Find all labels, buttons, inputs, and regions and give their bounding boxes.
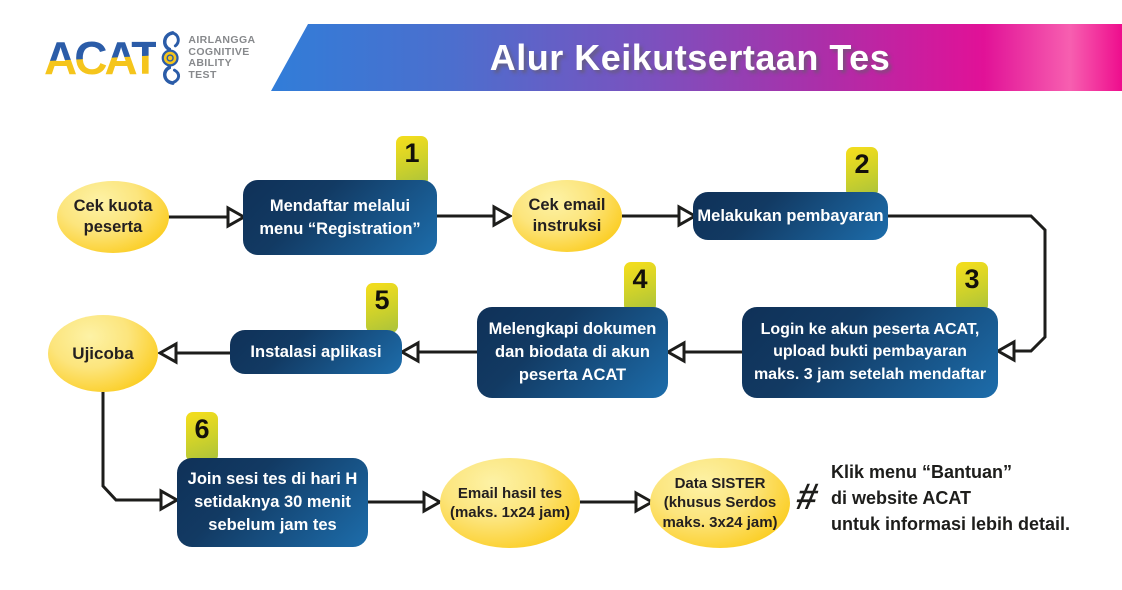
node-label: Ujicoba (72, 343, 134, 363)
node-label: Melengkapi dokumen dan biodata di akun p… (488, 320, 657, 384)
title-banner: Alur Keikutsertaan Tes (271, 24, 1122, 91)
flow-node-cek-kuota: Cek kuota peserta (57, 181, 169, 253)
flow-node-instalasi: Instalasi aplikasi (230, 330, 402, 374)
arrowhead (994, 339, 1016, 363)
page-title: Alur Keikutsertaan Tes (489, 36, 891, 78)
logo-subtitle-line: ABILITY (188, 57, 232, 69)
arrowhead (226, 205, 248, 229)
node-label: Login ke akun peserta ACAT, upload bukti… (753, 321, 987, 383)
flow-node-login-upload: Login ke akun peserta ACAT, upload bukti… (742, 307, 998, 398)
node-label: Cek kuota peserta (73, 197, 153, 236)
acat-logo: ACAT AIRLANGGA COGNITIVE ABILITY TEST (44, 28, 256, 88)
node-label: Join sesi tes di hari H setidaknya 30 me… (187, 470, 358, 534)
step-number: 3 (964, 264, 980, 294)
arrowhead (664, 340, 686, 364)
caliper-icon (161, 31, 181, 85)
step-badge-5: 5 (366, 283, 398, 333)
flow-node-melengkapi: Melengkapi dokumen dan biodata di akun p… (477, 307, 668, 398)
step-badge-2: 2 (846, 147, 878, 197)
step-number: 5 (374, 285, 390, 315)
logo-subtitle-line: TEST (188, 68, 217, 81)
acat-wordmark: ACAT (44, 32, 159, 84)
step-number: 2 (854, 149, 870, 179)
step-number: 6 (194, 414, 210, 444)
node-label: Mendaftar melalui menu “Registration” (259, 196, 421, 238)
flow-node-email-hasil: Email hasil tes (maks. 1x24 jam) (440, 458, 580, 548)
arrowhead (398, 340, 420, 364)
step-badge-1: 1 (396, 136, 428, 186)
arrowhead (677, 204, 699, 228)
acat-logo-subtitle: AIRLANGGA COGNITIVE ABILITY TEST (188, 34, 256, 81)
node-label: Data SISTER (khusus Serdos maks. 3x24 ja… (662, 474, 778, 531)
node-label: Melakukan pembayaran (697, 206, 884, 225)
step-number: 1 (404, 138, 420, 168)
arrowhead (634, 490, 656, 514)
step-number: 4 (632, 264, 648, 294)
step-badge-3: 3 (956, 262, 988, 312)
flow-node-ujicoba: Ujicoba (48, 315, 158, 392)
node-label: Cek email instruksi (528, 196, 606, 235)
flow-node-mendaftar: Mendaftar melalui menu “Registration” (243, 180, 437, 255)
logo-subtitle-line: COGNITIVE (188, 45, 250, 58)
arrowhead (159, 488, 181, 512)
step-badge-6: 6 (186, 412, 218, 462)
flow-node-join-sesi: Join sesi tes di hari H setidaknya 30 me… (177, 458, 368, 547)
step-badge-4: 4 (624, 262, 656, 312)
node-label: Email hasil tes (maks. 1x24 jam) (449, 484, 571, 522)
flow-node-cek-email: Cek email instruksi (512, 180, 622, 252)
arrowhead (492, 204, 514, 228)
arrowhead (156, 341, 178, 365)
logo-subtitle-line: AIRLANGGA (188, 34, 256, 46)
help-note: Klik menu “Bantuan” di website ACAT untu… (831, 462, 1071, 534)
node-label: Instalasi aplikasi (250, 342, 382, 361)
flow-node-data-sister: Data SISTER (khusus Serdos maks. 3x24 ja… (650, 458, 790, 548)
flow-node-pembayaran: Melakukan pembayaran (693, 192, 888, 240)
arrowhead (422, 490, 444, 514)
